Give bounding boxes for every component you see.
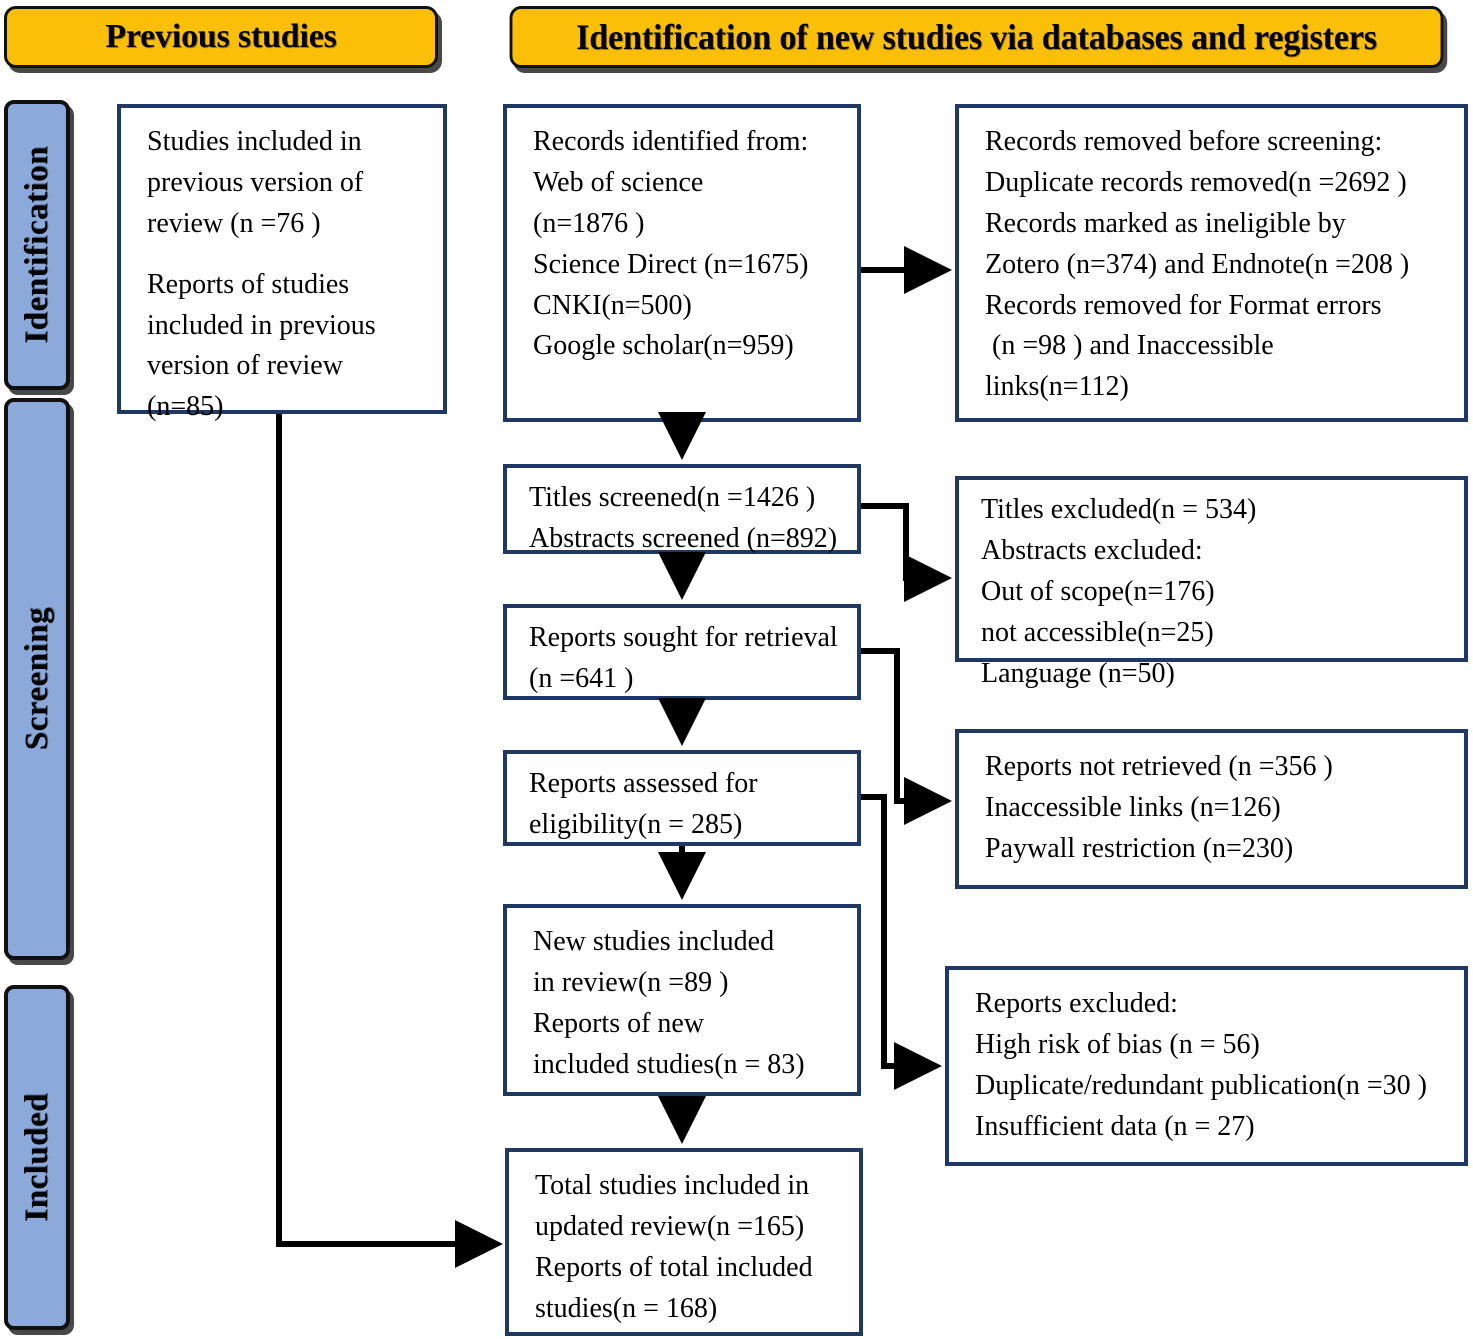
box-reports-excluded: Reports excluded: High risk of bias (n =… xyxy=(945,966,1468,1166)
box-titles-excluded-line-1: Titles excluded(n = 534) xyxy=(981,494,1257,525)
stage-label-included: Included xyxy=(4,985,70,1330)
box-records-removed: Records removed before screening: Duplic… xyxy=(955,104,1468,422)
connector-sought-to-not-retrieved xyxy=(861,648,952,825)
box-reports-sought: Reports sought for retrieval (n =641 ) xyxy=(503,604,861,700)
box-previous-studies-line-3: review (n =76 ) xyxy=(147,207,321,239)
connector-previous-to-total xyxy=(276,414,503,1268)
stage-label-identification-text: Identification xyxy=(18,146,55,344)
box-new-studies-included: New studies included in review(n =89 ) R… xyxy=(503,904,861,1096)
box-reports-not-retrieved-line-2: Inaccessible links (n=126) xyxy=(985,791,1281,823)
box-records-identified: Records identified from: Web of science … xyxy=(503,104,861,422)
stage-label-screening: Screening xyxy=(4,398,70,960)
connector-assessed-to-excluded xyxy=(861,794,942,1090)
box-reports-not-retrieved: Reports not retrieved (n =356 ) Inaccess… xyxy=(955,729,1468,889)
box-new-studies-included-line-1: New studies included xyxy=(533,926,775,957)
banner-identification-new-studies: Identification of new studies via databa… xyxy=(509,6,1444,68)
box-previous-studies-line-4: Reports of studies xyxy=(147,268,350,300)
box-reports-excluded-line-2: High risk of bias (n = 56) xyxy=(975,1028,1260,1060)
box-total-included-line-2: updated review(n =165) xyxy=(535,1210,805,1242)
box-titles-excluded-line-2: Abstracts excluded: xyxy=(981,534,1203,566)
connector-titles-to-excluded xyxy=(861,503,952,602)
box-titles-excluded-line-5: Language (n=50) xyxy=(981,657,1175,689)
box-titles-screened-line-2: Abstracts screened (n=892) xyxy=(529,522,838,554)
box-total-included-line-4: studies(n = 168) xyxy=(535,1292,718,1324)
box-reports-excluded-line-3: Duplicate/redundant publication(n =30 ) xyxy=(975,1069,1427,1101)
box-new-studies-included-line-2: in review(n =89 ) xyxy=(533,966,729,998)
box-reports-not-retrieved-line-3: Paywall restriction (n=230) xyxy=(985,832,1294,864)
stage-label-included-text: Included xyxy=(18,1093,55,1222)
box-records-removed-line-3: Records marked as ineligible by xyxy=(985,207,1346,239)
box-total-included: Total studies included in updated review… xyxy=(505,1148,863,1336)
box-records-identified-line-3: (n=1876 ) xyxy=(533,207,645,239)
box-records-removed-line-6: (n =98 ) and Inaccessible xyxy=(985,330,1274,362)
box-new-studies-included-line-3: Reports of new xyxy=(533,1007,705,1039)
box-records-identified-line-1: Records identified from: xyxy=(533,126,809,157)
box-previous-studies-spacer xyxy=(147,245,431,265)
box-previous-studies-line-2: previous version of xyxy=(147,166,364,198)
box-reports-sought-line-1: Reports sought for retrieval xyxy=(529,622,838,653)
box-reports-assessed-line-1: Reports assessed for xyxy=(529,768,758,799)
box-records-identified-line-6: Google scholar(n=959) xyxy=(533,330,794,362)
box-previous-studies-line-6: version of review xyxy=(147,350,343,382)
box-records-removed-line-2: Duplicate records removed(n =2692 ) xyxy=(985,166,1407,198)
banner-previous-studies-label: Previous studies xyxy=(105,18,337,55)
box-reports-assessed-line-2: eligibility(n = 285) xyxy=(529,808,743,840)
stage-label-identification: Identification xyxy=(4,100,70,390)
box-reports-sought-line-2: (n =641 ) xyxy=(529,662,634,694)
banner-previous-studies: Previous studies xyxy=(4,6,438,68)
box-previous-studies-line-7: (n=85) xyxy=(147,391,224,423)
box-records-removed-line-5: Records removed for Format errors xyxy=(985,289,1382,321)
box-reports-excluded-line-4: Insufficient data (n = 27) xyxy=(975,1110,1255,1142)
box-records-removed-line-1: Records removed before screening: xyxy=(985,126,1383,157)
box-previous-studies: Studies included in previous version of … xyxy=(117,104,447,422)
box-records-identified-line-5: CNKI(n=500) xyxy=(533,289,692,321)
box-reports-assessed: Reports assessed for eligibility(n = 285… xyxy=(503,750,861,846)
box-titles-excluded: Titles excluded(n = 534) Abstracts exclu… xyxy=(955,476,1468,689)
box-total-included-line-3: Reports of total included xyxy=(535,1251,813,1283)
banner-identification-new-studies-label: Identification of new studies via databa… xyxy=(576,17,1377,57)
box-new-studies-included-line-4: included studies(n = 83) xyxy=(533,1048,805,1080)
box-records-identified-line-2: Web of science xyxy=(533,166,704,198)
box-reports-excluded-line-1: Reports excluded: xyxy=(975,988,1178,1019)
box-records-identified-line-4: Science Direct (n=1675) xyxy=(533,248,809,280)
box-titles-excluded-line-4: not accessible(n=25) xyxy=(981,616,1214,648)
box-records-removed-line-4: Zotero (n=374) and Endnote(n =208 ) xyxy=(985,248,1410,280)
box-previous-studies-line-5: included in previous xyxy=(147,309,376,341)
box-records-removed-line-7: links(n=112) xyxy=(985,371,1129,403)
box-total-included-line-1: Total studies included in xyxy=(535,1170,810,1201)
box-titles-screened-line-1: Titles screened(n =1426 ) xyxy=(529,482,816,513)
box-titles-screened: Titles screened(n =1426 ) Abstracts scre… xyxy=(503,464,861,554)
box-reports-not-retrieved-line-1: Reports not retrieved (n =356 ) xyxy=(985,751,1333,782)
box-previous-studies-line-1: Studies included in xyxy=(147,126,362,157)
box-titles-excluded-line-3: Out of scope(n=176) xyxy=(981,575,1215,607)
stage-label-screening-text: Screening xyxy=(18,607,55,751)
